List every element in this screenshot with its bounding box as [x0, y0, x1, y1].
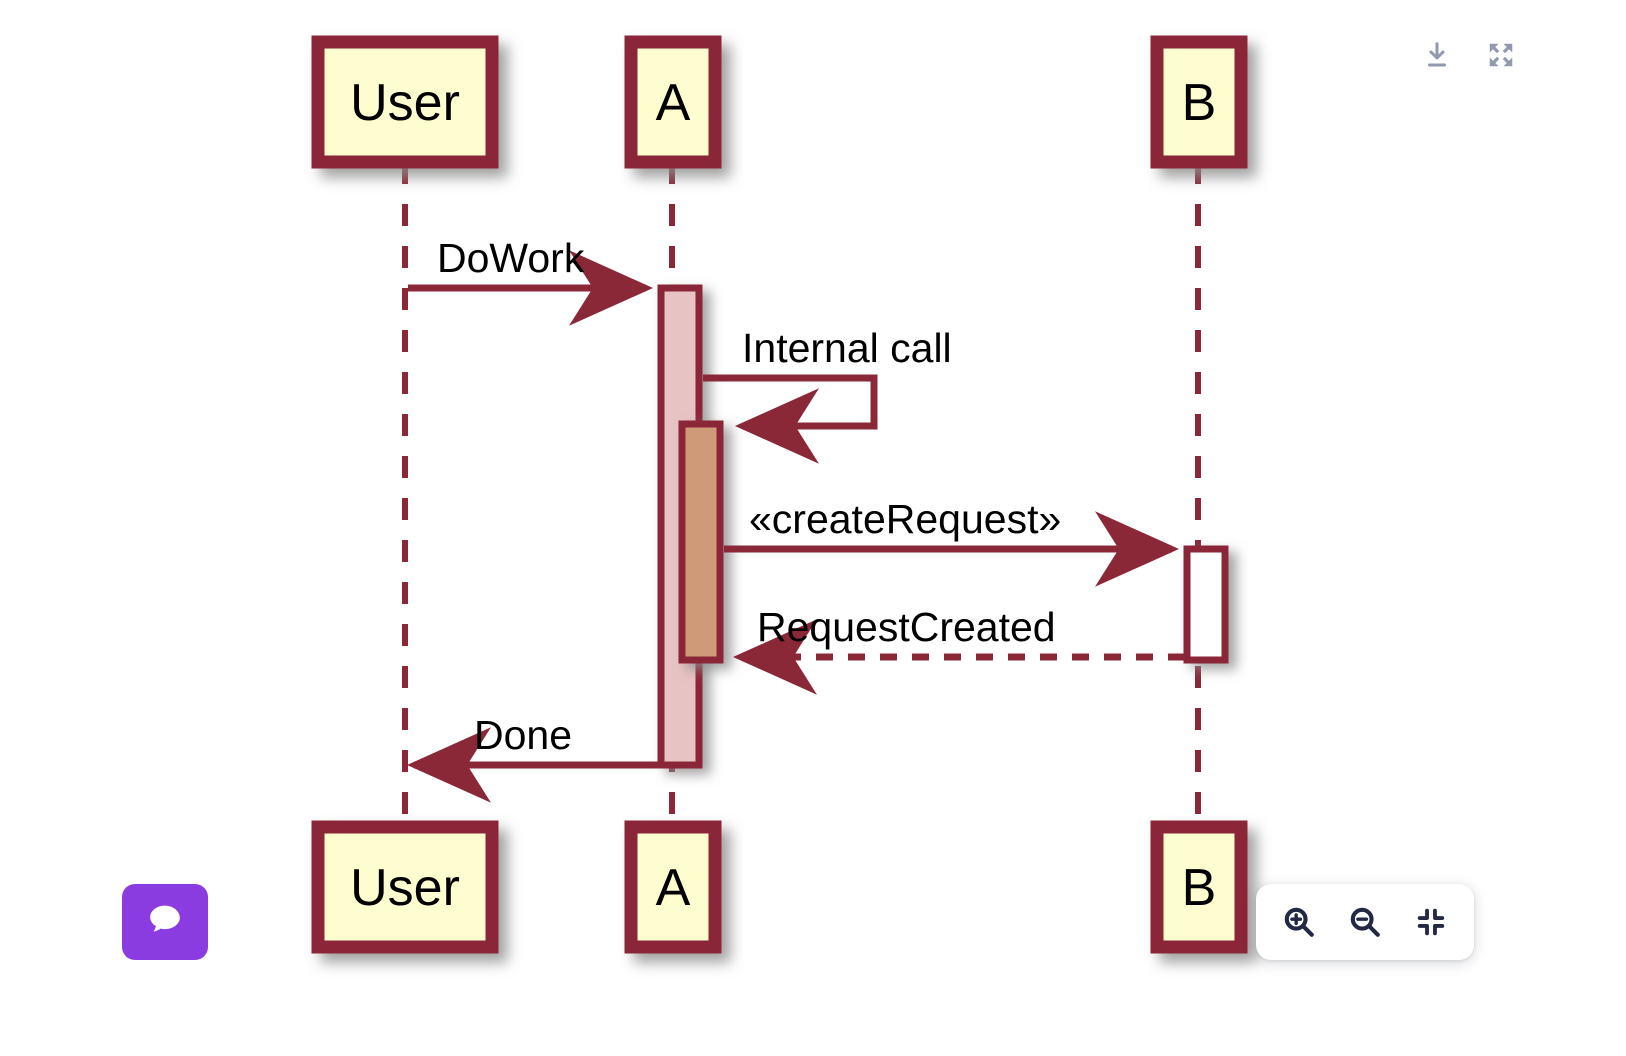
fit-screen-icon: [1414, 905, 1448, 939]
diagram-toolbar[interactable]: [1420, 38, 1518, 72]
message-create-request: «createRequest»: [724, 496, 1179, 587]
activation-bars: [657, 284, 1229, 769]
participant-label-user-top: User: [350, 74, 460, 132]
participant-label-b-top: B: [1182, 74, 1217, 132]
zoom-in-icon: [1282, 905, 1316, 939]
participant-boxes-top: User A B: [311, 35, 1248, 169]
participant-label-a-bottom: A: [656, 859, 691, 917]
chat-button[interactable]: [122, 884, 208, 960]
participant-box-a-top[interactable]: A: [624, 35, 722, 169]
zoom-out-button[interactable]: [1342, 899, 1388, 945]
expand-arrows-icon: [1486, 40, 1516, 70]
message-label-internal-call: Internal call: [742, 325, 952, 371]
message-dowork: DoWork: [408, 235, 653, 326]
participant-box-user-top[interactable]: User: [311, 35, 499, 169]
zoom-in-button[interactable]: [1276, 899, 1322, 945]
messages: DoWork Internal call «createRequest» Req…: [407, 235, 1185, 803]
chat-bubble-icon: [145, 900, 185, 945]
message-done: Done: [407, 712, 659, 803]
download-button[interactable]: [1420, 38, 1454, 72]
message-request-created: RequestCreated: [733, 604, 1185, 695]
activation-b: [1183, 545, 1229, 664]
participant-label-a-top: A: [656, 74, 691, 132]
participant-box-user-bottom[interactable]: User: [311, 820, 499, 954]
fit-screen-button[interactable]: [1408, 899, 1454, 945]
participant-boxes-bottom: User A B: [311, 820, 1248, 954]
download-icon: [1422, 40, 1452, 70]
participant-label-user-bottom: User: [350, 859, 460, 917]
participant-label-b-bottom: B: [1182, 859, 1217, 917]
message-label-create-request: «createRequest»: [749, 496, 1061, 542]
participant-box-a-bottom[interactable]: A: [624, 820, 722, 954]
message-label-done: Done: [474, 712, 572, 758]
zoom-out-icon: [1348, 905, 1382, 939]
message-label-dowork: DoWork: [437, 235, 585, 281]
message-label-request-created: RequestCreated: [757, 604, 1056, 650]
expand-button[interactable]: [1484, 38, 1518, 72]
activation-a-inner: [678, 420, 724, 664]
participant-box-b-bottom[interactable]: B: [1150, 820, 1248, 954]
zoom-controls[interactable]: [1256, 884, 1474, 960]
message-internal-call: Internal call: [703, 325, 952, 464]
participant-box-b-top[interactable]: B: [1150, 35, 1248, 169]
